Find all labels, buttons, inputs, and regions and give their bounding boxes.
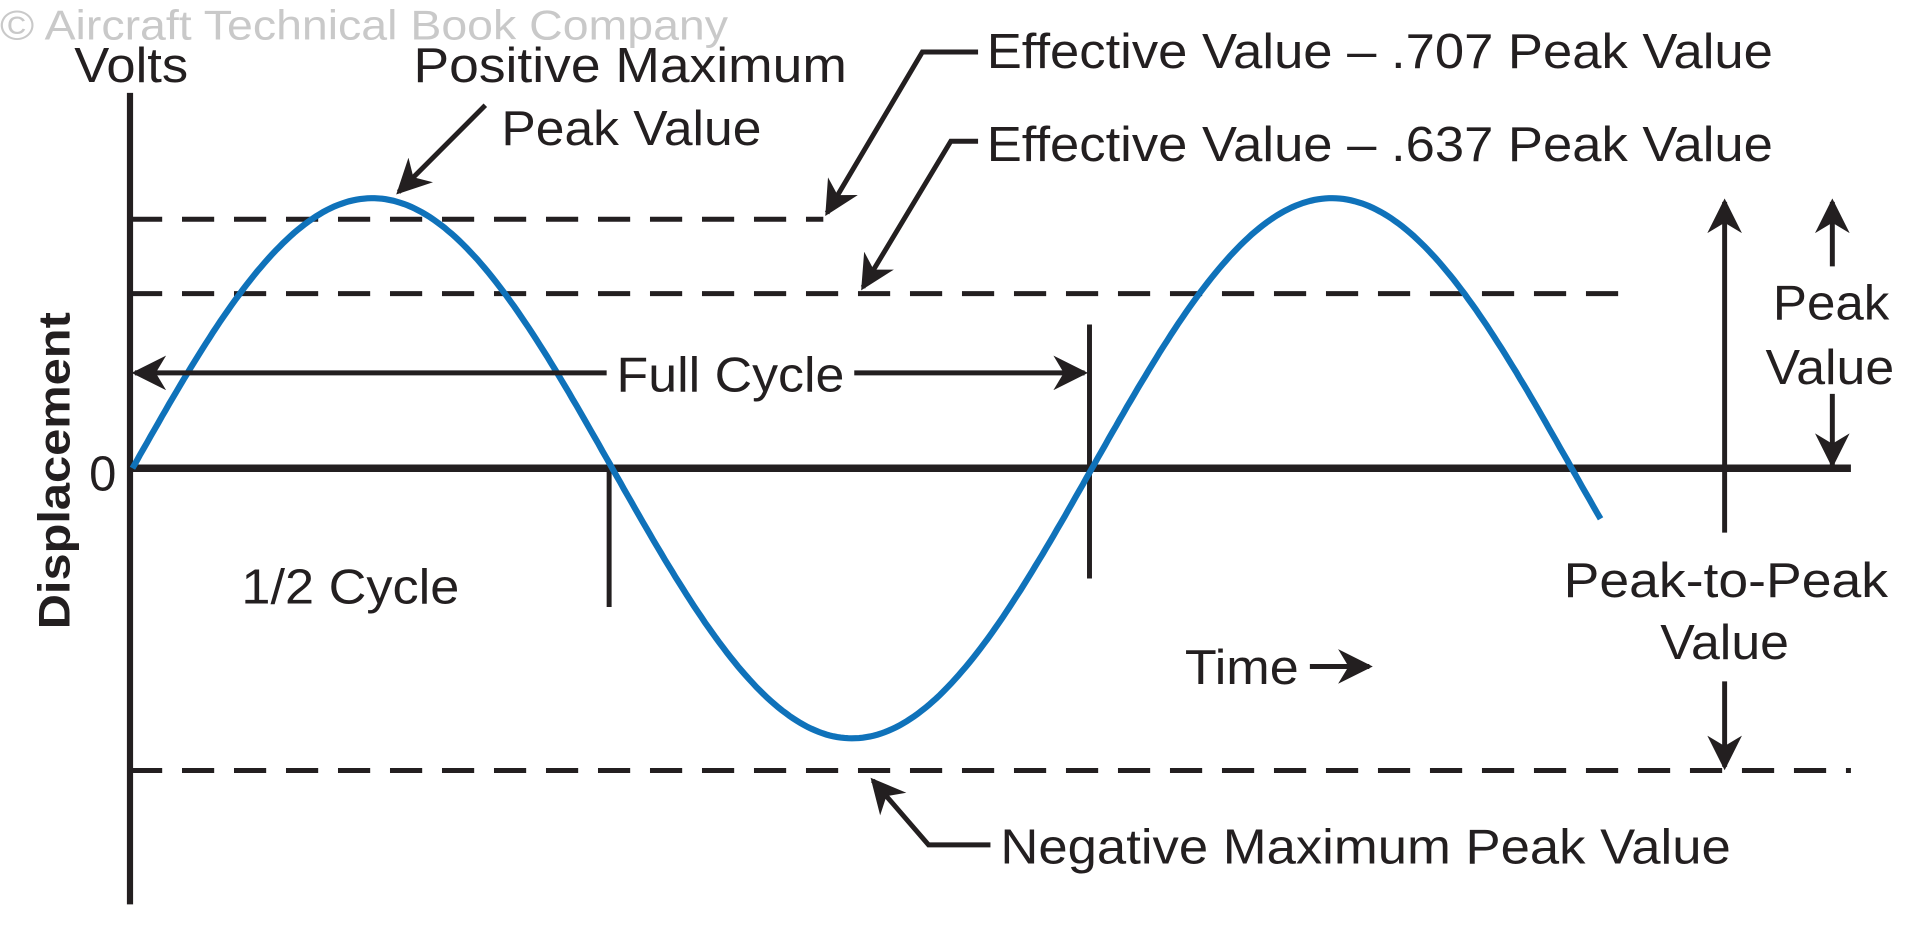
peak-to-peak-label-2: Value bbox=[1660, 615, 1789, 670]
positive-peak-arrow bbox=[396, 103, 488, 195]
positive-peak-label-2: Peak Value bbox=[501, 101, 761, 156]
peak-to-peak-label-1: Peak-to-Peak bbox=[1564, 553, 1889, 608]
time-label: Time bbox=[1185, 640, 1299, 695]
effective-707-arrow bbox=[824, 49, 979, 217]
half-cycle-label: 1/2 Cycle bbox=[241, 559, 459, 614]
negative-peak-arrow bbox=[870, 777, 991, 848]
effective-637-label: Effective Value – .637 Peak Value bbox=[987, 117, 1773, 172]
positive-peak-label-1: Positive Maximum bbox=[414, 38, 847, 93]
peak-value-label-1: Peak bbox=[1773, 276, 1890, 331]
volts-label: Volts bbox=[74, 38, 188, 93]
negative-peak-label: Negative Maximum Peak Value bbox=[1000, 819, 1730, 874]
watermark: © Aircraft Technical Book Company bbox=[0, 2, 728, 49]
zero-label: 0 bbox=[89, 447, 116, 502]
effective-707-label: Effective Value – .707 Peak Value bbox=[987, 24, 1773, 79]
peak-value-label-2: Value bbox=[1765, 340, 1894, 395]
sine-wave bbox=[129, 195, 1604, 742]
displacement-label: Displacement bbox=[30, 312, 79, 629]
full-cycle-label: Full Cycle bbox=[617, 347, 845, 402]
effective-637-arrow bbox=[860, 138, 979, 291]
